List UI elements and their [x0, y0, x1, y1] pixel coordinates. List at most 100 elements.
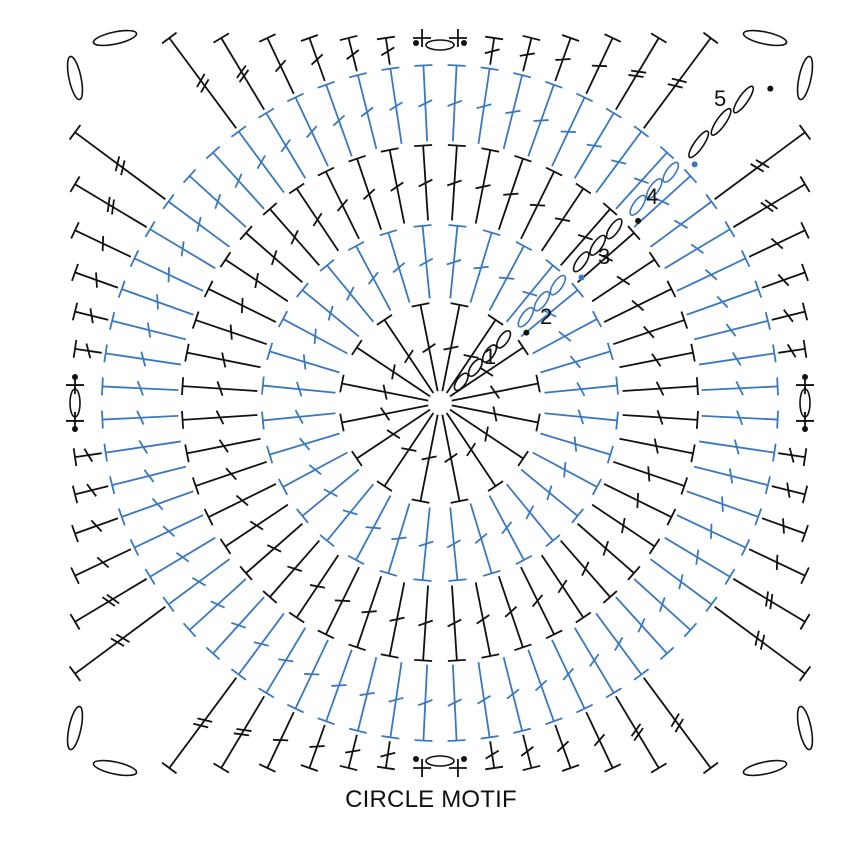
round-2-stitch [520, 468, 585, 524]
round-3-stitch [191, 460, 268, 495]
chain-icon [92, 759, 138, 777]
round-4-stitch [109, 311, 187, 341]
round-2-stitch [532, 451, 603, 496]
round-3-stitch [559, 539, 618, 604]
round-5-stitch [585, 33, 622, 95]
round-4-stitch [144, 221, 216, 270]
chain-icon [688, 130, 710, 159]
round-5-stitch [339, 734, 361, 772]
round-4-stitch [664, 221, 736, 270]
round-2-stitch [446, 224, 467, 299]
chain-icon [742, 29, 788, 47]
round-4-stitch [701, 410, 779, 429]
round-5-stitch [70, 221, 132, 258]
chain-icon [549, 274, 567, 296]
chain-icon [796, 55, 814, 101]
round-5-stitch [71, 483, 109, 504]
round-3-stitch [219, 503, 289, 555]
chain-icon [66, 55, 84, 101]
round-2-stitch [505, 483, 561, 548]
chain-icon [662, 161, 680, 183]
round-3-stitch [559, 202, 618, 267]
round-5-stitch [761, 517, 809, 543]
round-1-stitch [441, 302, 469, 392]
round-3-stitch [262, 539, 321, 604]
round-5-stitch [748, 221, 810, 258]
round-2-stitch [295, 468, 360, 524]
single-crochet-mark [448, 29, 467, 47]
chain-icon [517, 306, 535, 328]
round-5-stitch [585, 711, 622, 773]
round-5-stitch [615, 32, 667, 111]
round-3-stitch [497, 575, 532, 652]
slip-stitch-dot [461, 40, 467, 46]
round-4-stitch [129, 514, 204, 557]
round-1-stitch [445, 412, 504, 492]
round-4-stitch [699, 344, 777, 366]
round-4-stitch [348, 72, 378, 150]
round-2-stitch [261, 409, 336, 430]
round-3-stitch [520, 166, 563, 240]
round-4-stitch [447, 64, 466, 142]
round-2-stitch [520, 282, 585, 338]
round-4-stitch [101, 410, 179, 429]
round-5-stitch [68, 124, 166, 200]
round-4-stitch [615, 596, 675, 661]
round-5-stitch [761, 263, 809, 289]
chain-icon [533, 290, 551, 312]
round-3-stitch [622, 377, 699, 396]
round-4-stitch [381, 66, 403, 144]
chain-icon [629, 194, 647, 216]
round-4-stitch [573, 627, 622, 699]
round-2-stitch [532, 310, 603, 355]
round-4-stitch [109, 465, 187, 495]
round-4-stitch [595, 612, 650, 681]
round-3-stitch [619, 343, 696, 369]
chain-icon [425, 755, 455, 767]
round-5-stitch [643, 31, 719, 129]
round-4-stitch [205, 145, 265, 210]
round-3-stitch [181, 377, 258, 397]
round-5-stitch [485, 741, 504, 771]
round-2-stitch [413, 224, 434, 299]
round-4-stitch [476, 66, 499, 144]
chain-icon [589, 234, 607, 257]
round-5-stitch [748, 548, 810, 585]
round-4-stitch [129, 249, 204, 292]
round-3-stitch [380, 147, 406, 224]
round-4-stitch [527, 80, 563, 157]
round-2-stitch [544, 376, 619, 397]
round-3-stitch [612, 460, 689, 495]
round-2-stitch [266, 342, 340, 374]
round-2-stitch [266, 432, 340, 464]
chain-icon [496, 329, 512, 349]
round-5-stitch [72, 339, 102, 359]
round-2-stitch [413, 507, 434, 582]
round-5-stitch [732, 176, 811, 228]
chain-icon [481, 344, 498, 363]
round-3-stitch [348, 575, 383, 652]
round-4-stitch [573, 107, 622, 179]
round-4-stitch [230, 612, 285, 681]
round-2-stitch [488, 240, 533, 311]
round-3-stitch [576, 225, 641, 284]
round-4-stitch [551, 639, 594, 714]
round-2-stitch [446, 507, 467, 582]
chain-icon [796, 705, 814, 751]
round-3-stitch [203, 483, 277, 526]
round-5-stitch [258, 711, 295, 773]
slip-stitch-dot [691, 161, 698, 168]
round-3-stitch [603, 280, 677, 323]
round-4-stitch [693, 311, 771, 341]
chain-icon [605, 218, 623, 240]
chain-icon [425, 39, 455, 51]
chain-icon [453, 372, 469, 392]
round-5-stitch [376, 35, 395, 65]
round-5-stitch [300, 724, 326, 772]
slip-stitch-dot [635, 217, 642, 224]
round-4-stitch [649, 193, 718, 248]
round-5-stitch [732, 578, 811, 630]
round-5-stitch [484, 35, 504, 65]
round-3-stitch [591, 503, 661, 555]
